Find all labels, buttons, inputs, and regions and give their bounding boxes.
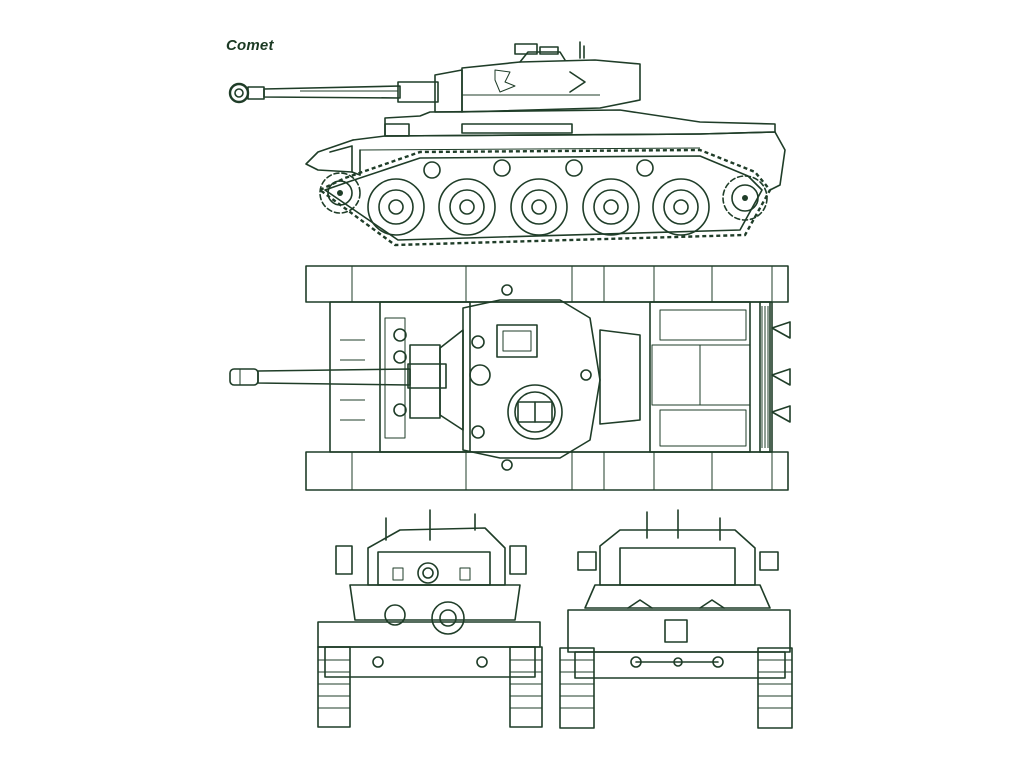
side-view	[228, 41, 786, 247]
front-track-right	[509, 646, 543, 728]
rear-track-left	[559, 647, 595, 729]
side-road-wheels	[367, 178, 710, 236]
side-turret	[434, 41, 641, 113]
top-turret	[409, 284, 641, 471]
front-track-left	[317, 646, 351, 728]
top-hatch-loader	[496, 324, 538, 358]
side-tracks	[318, 148, 772, 247]
side-gun	[228, 81, 439, 104]
drawing-title: Comet	[226, 37, 274, 54]
front-view	[317, 509, 543, 728]
side-hull	[305, 109, 786, 191]
top-view	[229, 265, 791, 491]
top-hull	[329, 301, 771, 453]
side-sprocket-front	[319, 172, 361, 214]
top-gun	[229, 363, 447, 389]
side-sprocket-rear	[722, 175, 768, 221]
top-commander-cupola	[507, 384, 563, 440]
top-track-upper	[305, 265, 789, 303]
side-return-rollers	[423, 159, 654, 179]
rear-track-right	[757, 647, 793, 729]
rear-view	[559, 509, 793, 729]
